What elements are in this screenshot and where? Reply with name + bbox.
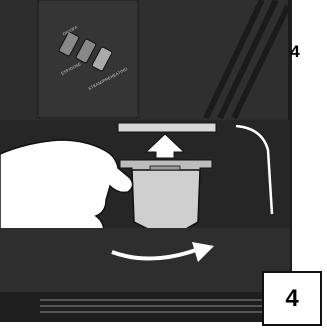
side-page-number-text: 4 <box>290 42 299 62</box>
group-head-bar <box>118 123 216 132</box>
side-page-number: 4 <box>285 38 305 66</box>
drip-tray-base <box>0 228 290 298</box>
step-number: 4 <box>285 285 298 313</box>
portafilter-detail <box>150 166 180 170</box>
step-number-box: 4 <box>262 271 322 326</box>
